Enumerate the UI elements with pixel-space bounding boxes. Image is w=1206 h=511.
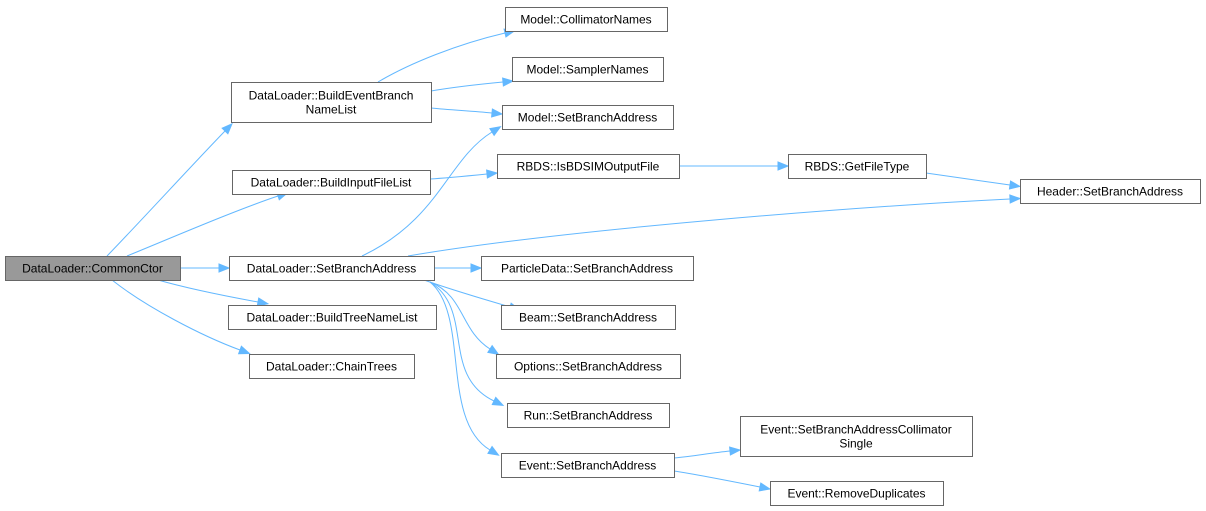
edge-dlsba-to-msba bbox=[361, 131, 493, 257]
node-dataloader-setbranchaddress-box bbox=[229, 256, 435, 281]
node-model-setbranchaddress-label: Model::SetBranchAddress bbox=[518, 111, 657, 125]
node-dataloader-buildtreenamelist[interactable]: DataLoader::BuildTreeNameList bbox=[228, 305, 437, 330]
edge-dlsba-to-osba bbox=[429, 281, 491, 350]
node-model-collimatornames[interactable]: Model::CollimatorNames bbox=[505, 7, 668, 32]
node-model-setbranchaddress-box bbox=[502, 105, 674, 130]
node-options-setbranchaddress[interactable]: Options::SetBranchAddress bbox=[496, 354, 681, 379]
node-dataloader-buildinputfilelist[interactable]: DataLoader::BuildInputFileList bbox=[232, 170, 431, 195]
edge-esba-to-esbacs-arrowhead bbox=[729, 446, 742, 456]
node-model-collimatornames-label: Model::CollimatorNames bbox=[520, 13, 651, 27]
edge-isbo-to-gft-arrowhead bbox=[777, 161, 790, 171]
node-model-samplernames-box bbox=[512, 57, 664, 82]
edge-dlsba-to-esba-arrowhead bbox=[487, 445, 500, 456]
node-dataloader-buildtreenamelist-box bbox=[228, 305, 437, 330]
edge-bifl-to-isbo bbox=[429, 173, 488, 180]
edge-dlsba-to-hsba-arrowhead bbox=[1009, 194, 1022, 204]
node-beam-setbranchaddress-label: Beam::SetBranchAddress bbox=[519, 311, 657, 325]
node-dataloader-commonctor-label: DataLoader::CommonCtor bbox=[22, 262, 163, 276]
node-model-collimatornames-box bbox=[505, 7, 668, 32]
node-model-setbranchaddress[interactable]: Model::SetBranchAddress bbox=[502, 105, 674, 130]
node-run-setbranchaddress-label: Run::SetBranchAddress bbox=[524, 409, 653, 423]
node-event-removeduplicates-label: Event::RemoveDuplicates bbox=[787, 487, 925, 501]
node-dataloader-chaintrees-box bbox=[249, 354, 415, 379]
node-header-setbranchaddress-box bbox=[1020, 179, 1201, 204]
node-options-setbranchaddress-box bbox=[496, 354, 681, 379]
node-model-samplernames-label: Model::SamplerNames bbox=[526, 63, 648, 77]
edge-dlsba-to-pdsba-arrowhead bbox=[470, 263, 483, 273]
edge-esba-to-esbacs bbox=[673, 450, 731, 459]
edge-commonctor-to-bifl bbox=[126, 195, 279, 257]
edge-esba-to-erd-arrowhead bbox=[758, 482, 772, 492]
node-dataloader-setbranchaddress[interactable]: DataLoader::SetBranchAddress bbox=[229, 256, 435, 281]
node-rbds-getfiletype[interactable]: RBDS::GetFileType bbox=[788, 154, 927, 179]
node-dataloader-setbranchaddress-label: DataLoader::SetBranchAddress bbox=[247, 262, 416, 276]
node-dataloader-buildinputfilelist-label: DataLoader::BuildInputFileList bbox=[251, 176, 412, 190]
node-dataloader-buildeventbranchnamelist-box bbox=[231, 82, 432, 123]
edge-commonctor-to-ct-arrowhead bbox=[237, 345, 251, 355]
node-run-setbranchaddress-box bbox=[507, 403, 670, 428]
node-rbds-getfiletype-label: RBDS::GetFileType bbox=[805, 160, 910, 174]
node-model-samplernames[interactable]: Model::SamplerNames bbox=[512, 57, 664, 82]
edge-commonctor-to-btnl bbox=[157, 279, 259, 303]
edge-dlsba-to-bsba bbox=[423, 279, 511, 308]
node-rbds-getfiletype-box bbox=[788, 154, 927, 179]
edge-dlsba-to-rsba-arrowhead bbox=[491, 396, 505, 406]
node-dataloader-chaintrees-label: DataLoader::ChainTrees bbox=[266, 360, 397, 374]
edges-layer bbox=[106, 28, 1022, 492]
node-rbds-isbdsimoutputfile-box bbox=[497, 154, 680, 179]
node-header-setbranchaddress[interactable]: Header::SetBranchAddress bbox=[1020, 179, 1201, 204]
node-rbds-isbdsimoutputfile-label: RBDS::IsBDSIMOutputFile bbox=[517, 160, 660, 174]
node-header-setbranchaddress-label: Header::SetBranchAddress bbox=[1037, 185, 1183, 199]
node-particledata-setbranchaddress-label: ParticleData::SetBranchAddress bbox=[501, 262, 673, 276]
edge-bifl-to-isbo-arrowhead bbox=[486, 169, 499, 179]
edge-commonctor-to-ct bbox=[111, 279, 241, 351]
edge-bebnl-to-msn bbox=[430, 81, 504, 92]
edge-commonctor-to-btnl-arrowhead bbox=[256, 297, 270, 307]
node-rbds-isbdsimoutputfile[interactable]: RBDS::IsBDSIMOutputFile bbox=[497, 154, 680, 179]
edge-dlsba-to-hsba bbox=[407, 198, 1011, 257]
node-event-setbranchaddress[interactable]: Event::SetBranchAddress bbox=[501, 453, 675, 478]
node-event-setbranchaddress-label: Event::SetBranchAddress bbox=[519, 459, 656, 473]
edge-commonctor-to-bebnl bbox=[106, 130, 226, 257]
node-run-setbranchaddress[interactable]: Run::SetBranchAddress bbox=[507, 403, 670, 428]
edge-bebnl-to-msba-arrowhead bbox=[491, 108, 504, 118]
edge-bebnl-to-mcn bbox=[377, 32, 506, 83]
edge-commonctor-to-bebnl-arrowhead bbox=[221, 122, 233, 135]
node-dataloader-chaintrees[interactable]: DataLoader::ChainTrees bbox=[249, 354, 415, 379]
edge-commonctor-to-dlsba-arrowhead bbox=[218, 263, 231, 273]
node-dataloader-buildeventbranchnamelist-label-line-2: NameList bbox=[306, 103, 357, 117]
edge-gft-to-hsba bbox=[925, 172, 1011, 186]
edge-esba-to-erd bbox=[673, 470, 761, 488]
node-beam-setbranchaddress-box bbox=[501, 305, 676, 330]
edge-gft-to-hsba-arrowhead bbox=[1008, 180, 1022, 190]
node-dataloader-buildinputfilelist-box bbox=[232, 170, 431, 195]
node-particledata-setbranchaddress-box bbox=[481, 256, 694, 281]
node-event-removeduplicates-box bbox=[770, 481, 944, 506]
node-dataloader-buildeventbranchnamelist-label-line-1: DataLoader::BuildEventBranch bbox=[249, 89, 414, 103]
node-beam-setbranchaddress[interactable]: Beam::SetBranchAddress bbox=[501, 305, 676, 330]
edge-dlsba-to-rsba bbox=[429, 281, 495, 402]
node-dataloader-commonctor[interactable]: DataLoader::CommonCtor bbox=[5, 256, 181, 281]
node-event-setbranchaddress-box bbox=[501, 453, 675, 478]
edge-bebnl-to-msn-arrowhead bbox=[502, 77, 515, 87]
node-event-setbranchaddresscollimatorsingle-label-line-1: Event::SetBranchAddressCollimator bbox=[760, 423, 951, 437]
node-dataloader-commonctor-box bbox=[5, 256, 181, 281]
node-options-setbranchaddress-label: Options::SetBranchAddress bbox=[514, 360, 662, 374]
node-event-setbranchaddresscollimatorsingle-label-line-2: Single bbox=[839, 437, 873, 451]
edge-dlsba-to-osba-arrowhead bbox=[487, 344, 500, 356]
nodes-layer: DataLoader::CommonCtor DataLoader::BuildE… bbox=[5, 7, 1201, 506]
edge-dlsba-to-esba bbox=[429, 281, 491, 451]
node-event-setbranchaddresscollimatorsingle-box bbox=[740, 416, 973, 457]
edge-bebnl-to-msba bbox=[430, 107, 493, 114]
node-dataloader-buildtreenamelist-label: DataLoader::BuildTreeNameList bbox=[247, 311, 419, 325]
node-event-removeduplicates[interactable]: Event::RemoveDuplicates bbox=[770, 481, 944, 506]
edge-dlsba-to-msba-arrowhead bbox=[489, 126, 502, 137]
node-particledata-setbranchaddress[interactable]: ParticleData::SetBranchAddress bbox=[481, 256, 694, 281]
